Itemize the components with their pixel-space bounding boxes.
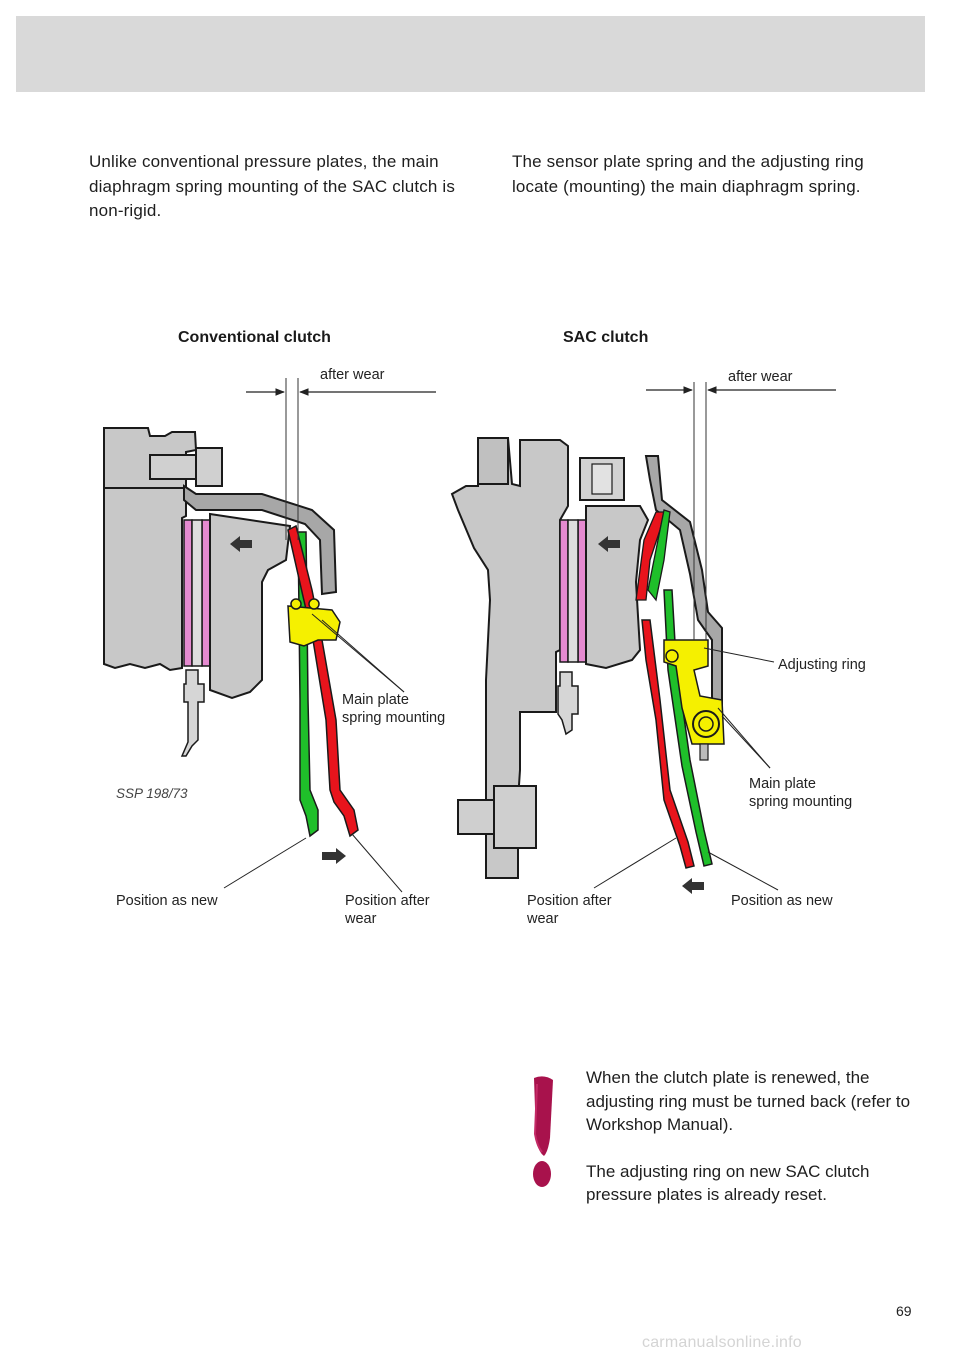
header-band [16, 16, 925, 92]
sac-position-after-line1: Position after [527, 893, 612, 909]
note-paragraph-1: When the clutch plate is renewed, the ad… [586, 1068, 911, 1134]
conventional-after-wear-label: after wear [320, 367, 385, 383]
intro-right-text: The sensor plate spring and the adjustin… [512, 152, 864, 196]
note-paragraph-2: The adjusting ring on new SAC clutch pre… [586, 1161, 870, 1205]
exclamation-icon [533, 1076, 553, 1187]
sac-after-wear-label: after wear [728, 369, 793, 385]
sac-position-after-label: Position after wear [527, 892, 612, 928]
sac-main-plate-label: Main plate spring mounting [749, 775, 852, 811]
sac-main-plate-line2: spring mounting [749, 794, 853, 810]
sac-clutch-drawing [450, 382, 836, 894]
adjusting-ring-label: Adjusting ring [778, 657, 866, 673]
sac-position-new-label: Position as new [731, 893, 833, 909]
conventional-position-new-label: Position as new [116, 893, 218, 909]
sac-position-after-line2: wear [527, 911, 559, 927]
page-number: 69 [896, 1303, 912, 1319]
conventional-position-after-label: Position after wear [345, 892, 430, 928]
intro-left-text: Unlike conventional pressure plates, the… [89, 152, 455, 220]
conventional-position-after-line1: Position after [345, 893, 430, 909]
conventional-clutch-title: Conventional clutch [178, 329, 331, 346]
clutch-diagram [103, 378, 836, 894]
workshop-note: When the clutch plate is renewed, the ad… [586, 1066, 926, 1230]
figure-reference: SSP 198/73 [116, 786, 188, 801]
conventional-clutch-drawing [103, 378, 436, 893]
conventional-main-plate-line2: spring mounting [342, 710, 446, 726]
conventional-position-after-line2: wear [345, 911, 377, 927]
conventional-main-plate-label: Main plate spring mounting [342, 691, 445, 727]
sac-clutch-title: SAC clutch [563, 329, 649, 346]
sac-main-plate-line1: Main plate [749, 776, 816, 792]
watermark: carmanualsonline.info [642, 1334, 802, 1351]
conventional-main-plate-line1: Main plate [342, 692, 409, 708]
